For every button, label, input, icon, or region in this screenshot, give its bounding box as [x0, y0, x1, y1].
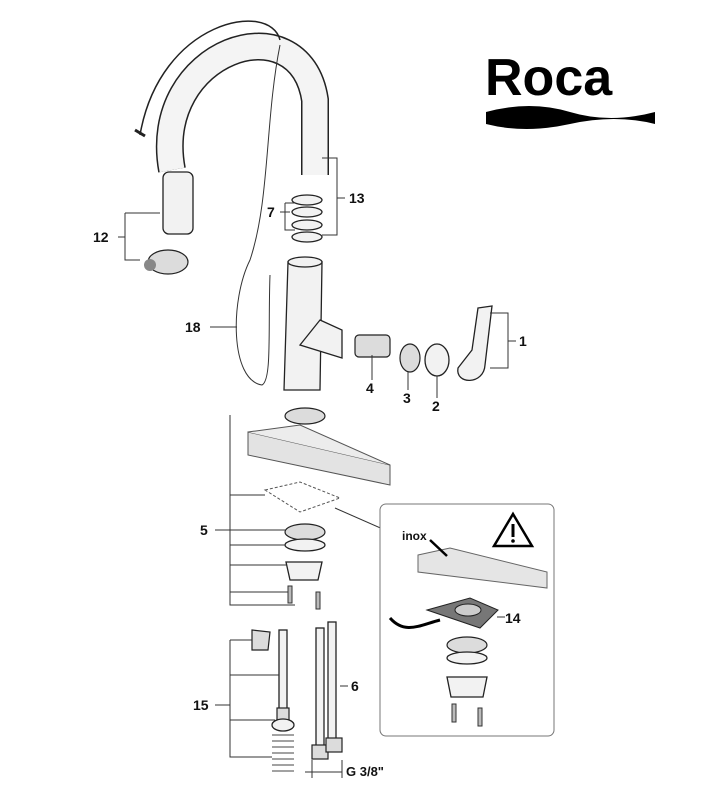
roca-logo: Roca — [485, 49, 655, 129]
warning-triangle-icon — [491, 511, 535, 548]
callout-6: 6 — [351, 678, 359, 694]
faucet-body — [283, 256, 343, 391]
callout-7: 7 — [267, 204, 275, 220]
callout-15: 15 — [193, 697, 209, 713]
o-rings — [291, 194, 323, 243]
callout-4: 4 — [366, 380, 374, 396]
callout-1: 1 — [519, 333, 527, 349]
callout-5: 5 — [200, 522, 208, 538]
callout-3: 3 — [403, 390, 411, 406]
svg-text:Roca: Roca — [485, 49, 613, 107]
callout-18: 18 — [185, 319, 201, 335]
nut — [399, 343, 421, 373]
callout-13: 13 — [349, 190, 365, 206]
spout — [134, 20, 329, 175]
callout-12: 12 — [93, 229, 109, 245]
cover — [424, 343, 450, 377]
thread-size-label: G 3/8" — [346, 764, 384, 779]
callout-14: 14 — [505, 610, 521, 626]
spring-kit — [251, 629, 295, 772]
mounting-kit — [247, 407, 391, 610]
leader-lines — [118, 157, 516, 778]
inox-label: inox — [402, 529, 427, 543]
stainless-steel-inset — [379, 503, 555, 737]
cartridge — [354, 334, 391, 358]
hose — [235, 44, 281, 386]
callout-2: 2 — [432, 398, 440, 414]
lever-handle — [457, 305, 493, 381]
supply-hoses — [311, 621, 343, 760]
spray-head — [144, 171, 194, 275]
